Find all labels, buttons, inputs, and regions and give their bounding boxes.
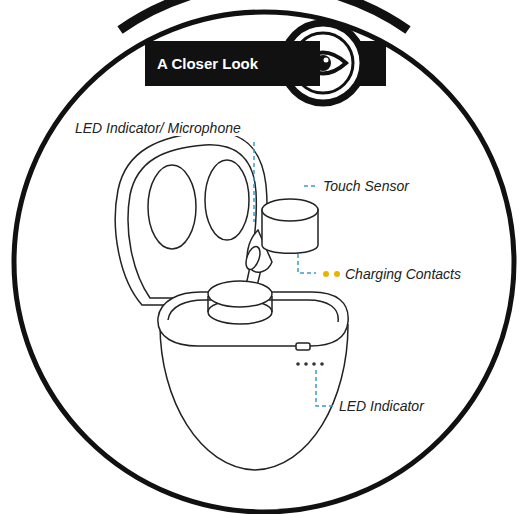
frame-circle [14,12,514,512]
led-dots [320,362,324,366]
header-badge [145,23,386,103]
frame-circle [120,0,408,30]
case-lid [128,145,256,298]
callout-label: Touch Sensor [322,178,410,194]
frame-circle [14,0,514,512]
callout-label: LED Indicator/ Microphone [74,120,242,136]
case-lid [148,165,196,249]
led-dots [304,362,308,366]
earbud [243,199,318,272]
case-lid [115,132,267,305]
leader-line [298,254,316,273]
earbud [243,245,262,272]
leader-line [253,142,255,222]
case-lid [205,160,249,240]
led-dots [312,362,316,366]
case-base [208,281,272,307]
header-band: A Closer Look [145,41,320,86]
case-base [296,343,310,350]
callout-label: LED Indicator [338,398,425,414]
header-badge [324,58,329,63]
contact-dots [334,271,340,277]
contact-dots [323,271,329,277]
header-badge [145,41,320,86]
callout-label: Charging Contacts [344,266,462,282]
leader-line [316,370,334,406]
case-base [158,281,348,470]
earbud [262,199,318,221]
led-dots [296,362,324,366]
case-lid [115,132,267,305]
header-title: A Closer Look [157,55,258,72]
contact-dots [323,271,340,277]
led-dots [296,362,300,366]
leader-line [304,185,318,187]
